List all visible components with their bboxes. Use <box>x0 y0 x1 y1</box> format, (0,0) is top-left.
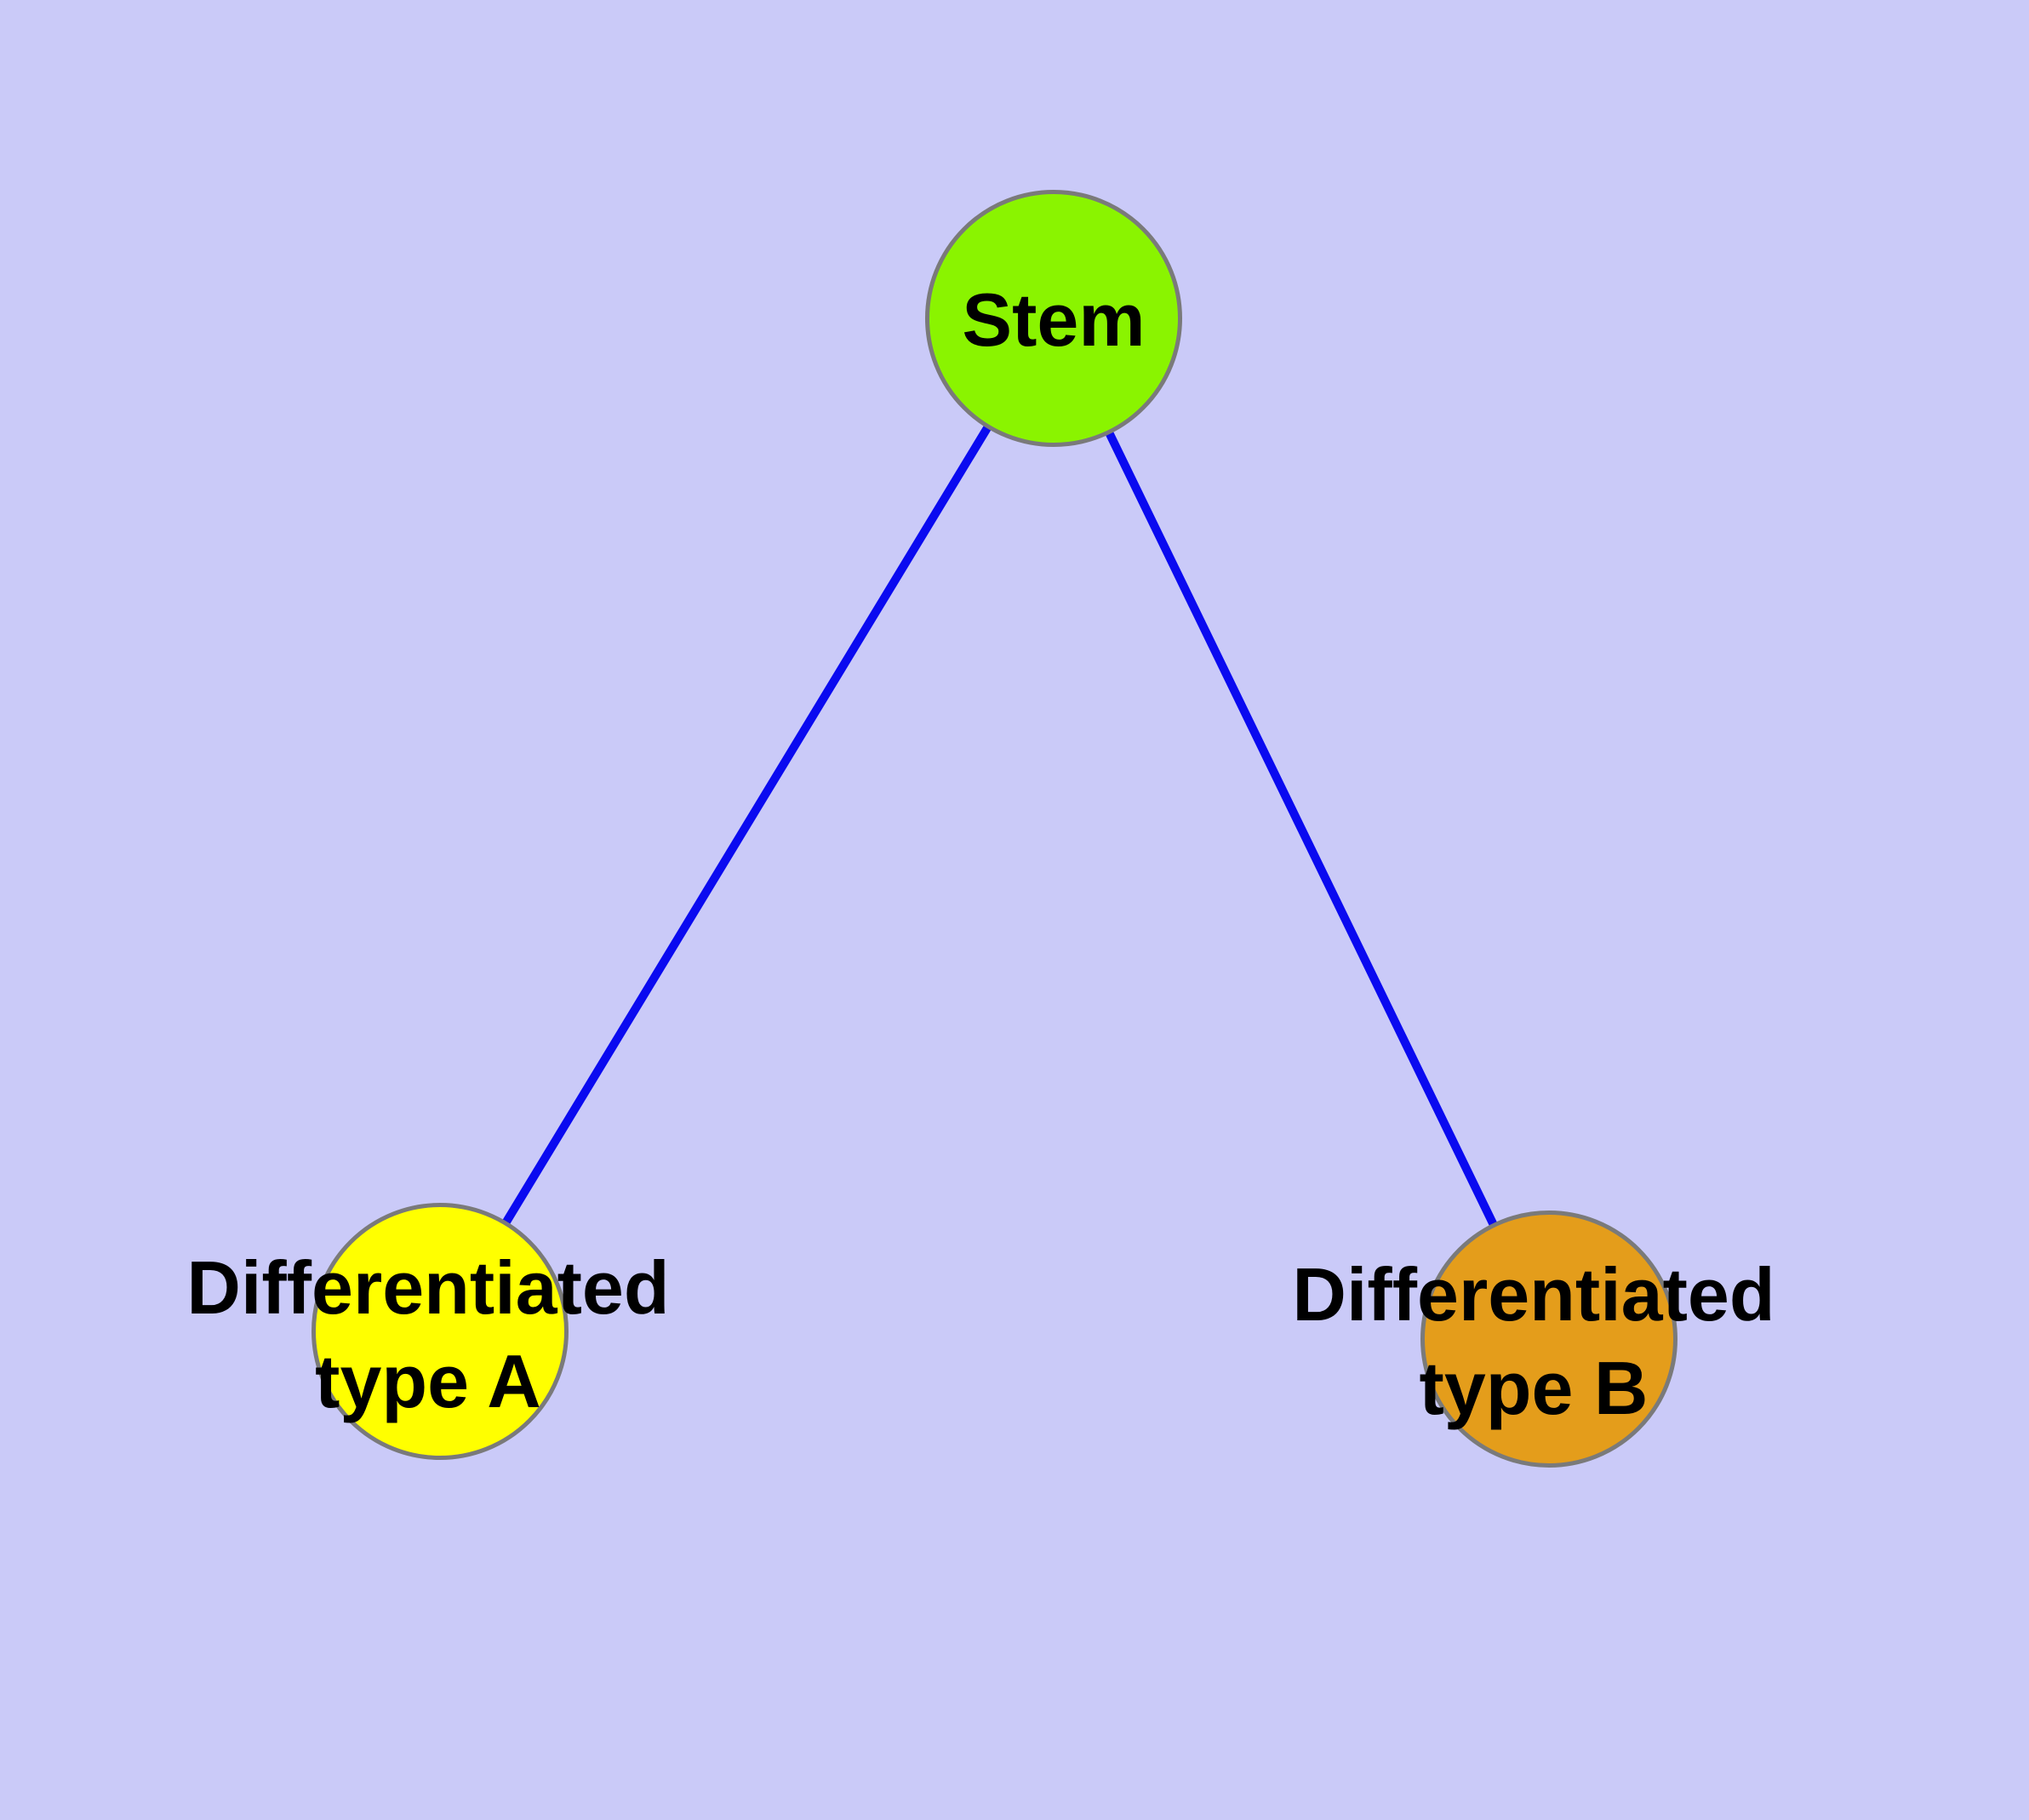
node-stem <box>925 190 1182 447</box>
node-differentiated-type-a <box>311 1203 569 1460</box>
node-differentiated-type-b <box>1420 1210 1677 1468</box>
node-stem-label: Stem <box>962 278 1146 362</box>
edge-stem-to-type-b <box>1049 316 1553 1342</box>
edge-stem-to-type-a <box>436 316 1058 1334</box>
node-differentiated-type-b-label: Differentiated type B <box>1292 1252 1775 1430</box>
node-differentiated-type-a-label: Differentiated type A <box>186 1245 670 1423</box>
